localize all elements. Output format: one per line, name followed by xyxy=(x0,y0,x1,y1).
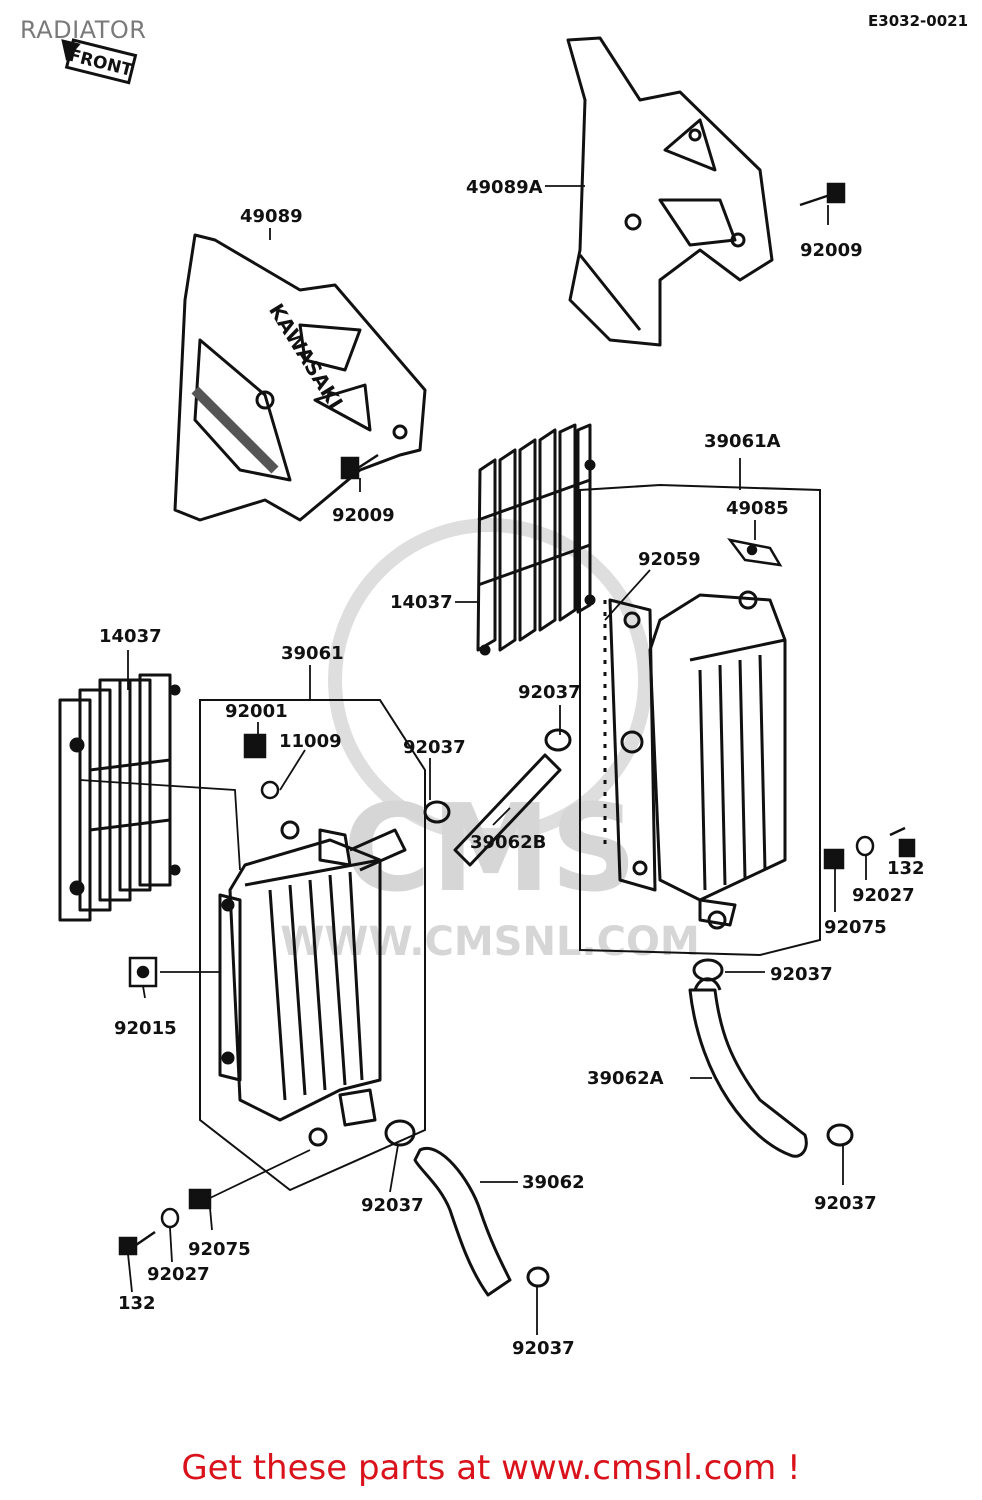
callout-label: 92059 xyxy=(638,549,701,570)
callout-label: 92037 xyxy=(512,1338,575,1359)
right-radiator-grille xyxy=(476,423,596,656)
callout-label: 49089A xyxy=(466,177,543,198)
leader-lines xyxy=(79,185,907,1335)
callout-label: 11009 xyxy=(279,731,342,752)
callout-label: 39062 xyxy=(522,1172,585,1193)
left-radiator-cap xyxy=(243,733,280,800)
callout-label: 92037 xyxy=(814,1193,877,1214)
hose-39062a xyxy=(688,977,808,1158)
hose-clamp-icon xyxy=(384,728,854,1288)
left-radiator-shroud xyxy=(173,233,427,522)
callout-label: 132 xyxy=(887,858,925,879)
mounting-hardware xyxy=(118,826,916,1256)
radiator-cap-seal xyxy=(727,538,783,567)
callout-label: 92027 xyxy=(852,885,915,906)
callout-label: 92075 xyxy=(824,917,887,938)
callout-label: 92037 xyxy=(361,1195,424,1216)
callout-label: 92075 xyxy=(188,1239,251,1260)
right-radiator-shroud xyxy=(566,36,774,347)
clip-icon xyxy=(128,956,158,988)
hose-39062 xyxy=(413,1146,512,1297)
callout-label: 49085 xyxy=(726,498,789,519)
callout-label: 92009 xyxy=(800,240,863,261)
watermark-brand: CMS xyxy=(343,780,637,919)
footer-cta-link[interactable]: Get these parts at www.cmsnl.com ! xyxy=(181,1448,801,1488)
assembly-outline xyxy=(199,483,821,1192)
callout-label: 39062A xyxy=(587,1068,664,1089)
diagram-reference-code: E3032-0021 xyxy=(868,12,968,30)
front-direction-badge: FRONT xyxy=(61,38,138,85)
callout-label: 39061A xyxy=(704,431,781,452)
callout-label: 92009 xyxy=(332,505,395,526)
callout-label: 92027 xyxy=(147,1264,210,1285)
callout-label: 92037 xyxy=(770,964,833,985)
callout-label: 14037 xyxy=(99,626,162,647)
watermark-logo-ring xyxy=(328,518,652,842)
callout-label: 92001 xyxy=(225,701,288,722)
right-radiator xyxy=(603,590,787,930)
callout-label: 92015 xyxy=(114,1018,177,1039)
watermark: CMS WWW.CMSNL.COM xyxy=(280,518,700,965)
left-radiator-grille xyxy=(58,673,181,922)
left-radiator xyxy=(218,820,407,1147)
callout-label: 39061 xyxy=(281,643,344,664)
bolt-icon xyxy=(340,453,379,480)
hose-39062b xyxy=(453,753,562,867)
callout-label: 92037 xyxy=(403,737,466,758)
shroud-logo: KAWASAKI xyxy=(264,299,348,413)
page-title: RADIATOR xyxy=(20,16,147,44)
callout-label: 39062B xyxy=(470,832,546,853)
callout-label: 132 xyxy=(118,1293,156,1314)
callout-label: 14037 xyxy=(390,592,453,613)
callout-labels: 49089A 92009 49089 92009 39061A 49085 92… xyxy=(99,177,925,1359)
callout-label: 92037 xyxy=(518,682,581,703)
watermark-url: WWW.CMSNL.COM xyxy=(280,919,700,965)
bolt-icon xyxy=(799,182,846,207)
front-label-box xyxy=(64,38,138,85)
callout-label: 49089 xyxy=(240,206,303,227)
